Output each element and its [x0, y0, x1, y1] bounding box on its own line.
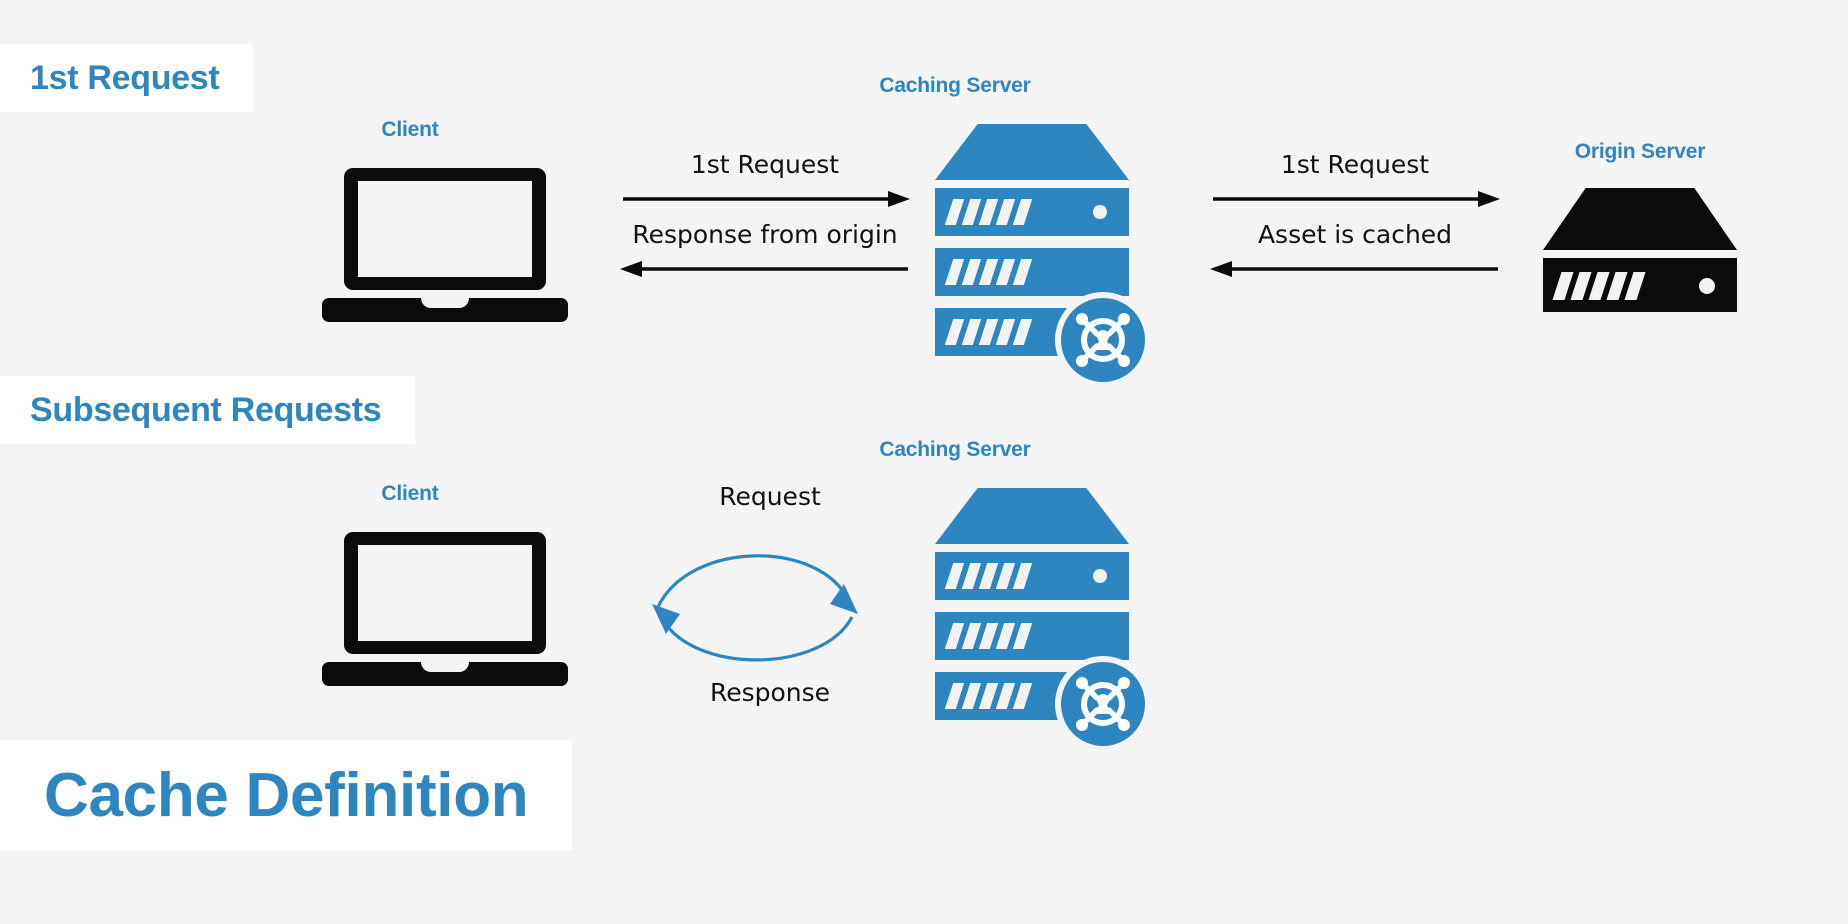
section-banner-first-request: 1st Request: [0, 44, 254, 112]
flow-label-response: Response: [709, 678, 831, 707]
flow-label-cache-to-client: Response from origin: [632, 220, 898, 249]
laptop-screen: [358, 545, 532, 641]
node-label-caching-server-1: Caching Server: [879, 74, 1031, 97]
section-banner-subsequent-requests: Subsequent Requests: [0, 376, 416, 444]
flow-client-cache-cycle: Request Response: [640, 482, 900, 712]
server-rack-bar: [935, 248, 1129, 296]
server-led-indicator: [1093, 569, 1107, 583]
caching-server-icon: [935, 124, 1165, 388]
arrow-right-client-to-cache: [623, 191, 910, 207]
server-vent-slashes: [944, 259, 1033, 285]
node-label-client-2: Client: [381, 482, 439, 505]
server-led-indicator: [1699, 278, 1715, 294]
arrow-left-origin-to-cache: [1210, 261, 1498, 277]
curved-arrows-request-response: [652, 554, 858, 662]
flow-cache-origin: 1st Request Asset is cached: [1210, 150, 1500, 290]
origin-server-icon: [1543, 188, 1783, 328]
server-rack-bar: [935, 612, 1129, 660]
node-label-origin-server: Origin Server: [1574, 140, 1706, 163]
server-rack-bar: [935, 188, 1129, 236]
arrow-left-cache-to-client: [620, 261, 908, 277]
flow-label-origin-to-cache: Asset is cached: [1257, 220, 1453, 249]
laptop-icon: [322, 532, 568, 688]
server-vent-slashes: [944, 199, 1033, 225]
server-top-trapezoid: [935, 488, 1129, 544]
page-title: Cache Definition: [0, 740, 573, 850]
arrow-right-cache-to-origin: [1213, 191, 1500, 207]
server-top-trapezoid: [1543, 188, 1737, 250]
laptop-notch: [421, 660, 469, 672]
server-vent-slashes: [944, 319, 1033, 345]
server-top-trapezoid: [935, 124, 1129, 180]
server-vent-slashes: [944, 563, 1033, 589]
flow-label-client-to-cache: 1st Request: [690, 150, 840, 179]
flow-label-cache-to-origin: 1st Request: [1280, 150, 1430, 179]
node-label-client-1: Client: [381, 118, 439, 141]
laptop-screen: [358, 181, 532, 277]
node-label-caching-server-2: Caching Server: [879, 438, 1031, 461]
security-lock-badge-icon: [1055, 292, 1151, 388]
laptop-notch: [421, 296, 469, 308]
server-led-indicator: [1093, 205, 1107, 219]
flow-client-cache: 1st Request Response from origin: [620, 150, 910, 290]
server-vent-slashes: [1552, 272, 1646, 300]
server-rack-bar: [935, 552, 1129, 600]
caching-server-icon: [935, 488, 1165, 752]
security-lock-badge-icon: [1055, 656, 1151, 752]
server-vent-slashes: [944, 623, 1033, 649]
server-rack-bar: [1543, 258, 1737, 312]
laptop-icon: [322, 168, 568, 324]
server-vent-slashes: [944, 683, 1033, 709]
flow-label-request: Request: [719, 482, 821, 511]
